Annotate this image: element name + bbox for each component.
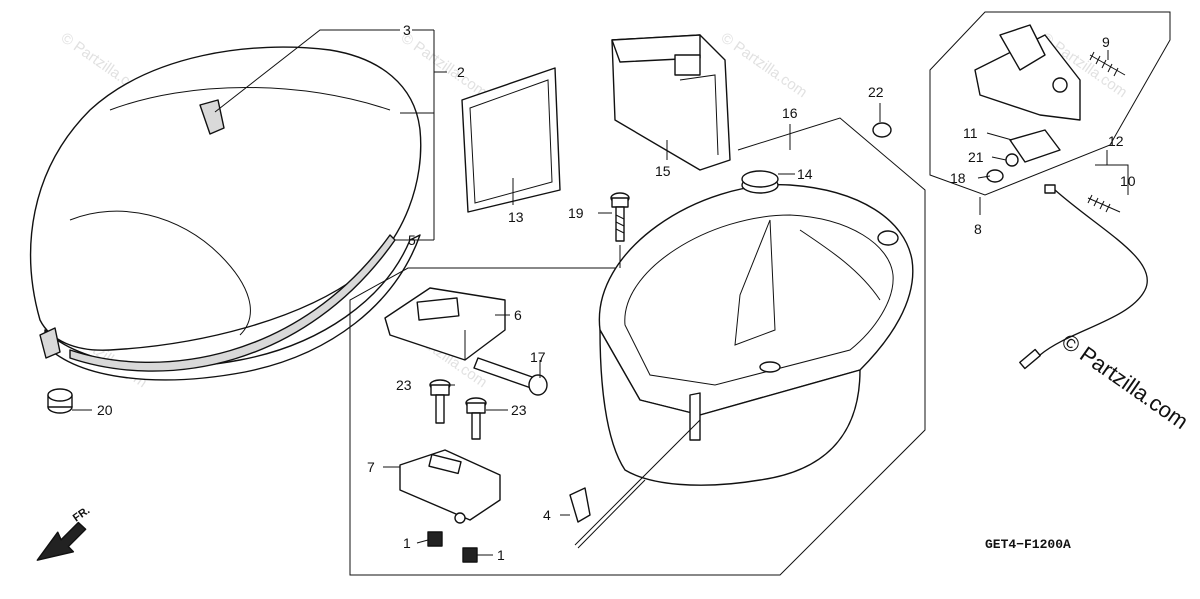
washer-21: [1005, 153, 1019, 167]
callout-16: 16: [782, 105, 798, 121]
callout-23-b: 23: [511, 402, 527, 418]
nut-1-a: [427, 531, 443, 547]
nut-1-b: [462, 547, 478, 563]
site-mark: © Partzilla.com: [1057, 329, 1193, 435]
front-label: FR.: [71, 504, 92, 524]
frame-8: [929, 11, 1171, 196]
callout-10: 10: [1120, 173, 1136, 189]
clip-4: [569, 487, 591, 523]
bracket-7: [399, 449, 501, 524]
callout-18: 18: [950, 170, 966, 186]
front-arrow: FR.: [36, 504, 92, 561]
latch-plate-11: [1009, 129, 1061, 163]
callout-7: 7: [367, 459, 375, 475]
toolbox-15: [611, 34, 731, 171]
cable-12: [1019, 184, 1148, 370]
watermark: © Partzilla.com: [718, 29, 811, 101]
callout-12: 12: [1108, 133, 1124, 149]
callout-15: 15: [655, 163, 671, 179]
watermark: © Partzilla.com: [398, 29, 491, 101]
callout-2: 2: [457, 64, 465, 80]
spring-10: [1087, 194, 1121, 213]
spring-9: [1089, 51, 1126, 77]
cap-14: [741, 170, 779, 194]
callout-11: 11: [963, 125, 978, 141]
nut-20: [47, 388, 73, 414]
bolt-19: [610, 192, 630, 242]
seat-assembly: [29, 46, 422, 381]
leader-lines: [72, 29, 1129, 556]
callout-14: 14: [797, 166, 813, 182]
callout-3: 3: [403, 22, 411, 38]
label-sheet-13: [461, 67, 561, 213]
callout-1-b: 1: [497, 547, 505, 563]
callout-6: 6: [514, 307, 522, 323]
frame-16: [349, 117, 926, 576]
bolt-23-b: [465, 397, 487, 440]
callout-21: 21: [968, 149, 984, 165]
helmet-box-16: [598, 184, 914, 486]
callout-1-a: 1: [403, 535, 411, 551]
callout-5: 5: [408, 232, 416, 248]
bolt-22: [872, 122, 892, 138]
callout-19: 19: [568, 205, 584, 221]
callout-17: 17: [530, 349, 546, 365]
callout-4: 4: [543, 507, 551, 523]
bolt-23-a: [429, 379, 451, 424]
callout-23-a: 23: [396, 377, 412, 393]
latch-assembly: [974, 24, 1081, 121]
diagram-code: GET4−F1200A: [985, 537, 1071, 552]
bracket-6: [384, 287, 506, 361]
callout-20: 20: [97, 402, 113, 418]
callout-22: 22: [868, 84, 884, 100]
callout-13: 13: [508, 209, 524, 225]
callout-9: 9: [1102, 34, 1110, 50]
callout-8: 8: [974, 221, 982, 237]
bolt-17: [473, 357, 548, 396]
callouts: 3 2 5 13 15 16 14 19 6 17 23 23 7 1 1 4 …: [97, 22, 1136, 563]
